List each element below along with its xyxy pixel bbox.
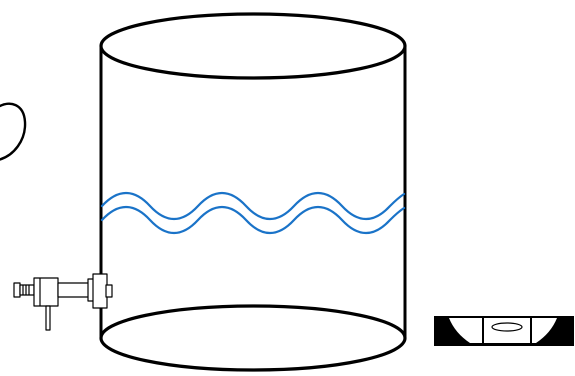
spigot-handle-stem xyxy=(45,305,51,331)
cylinder-top-rim xyxy=(99,12,407,80)
spigot-valve-body xyxy=(33,277,59,307)
spigot-nozzle-tip xyxy=(13,282,21,298)
spigot-flange xyxy=(92,273,108,309)
water-wave-icon xyxy=(100,191,406,235)
spigot-pipe xyxy=(57,282,91,298)
spigot-nozzle xyxy=(19,284,35,296)
rounded-blob-icon xyxy=(0,102,27,161)
bubble-level-icon xyxy=(434,316,574,346)
cylinder-container-icon xyxy=(99,12,407,372)
water-wave-upper xyxy=(100,191,406,221)
spigot-inner-nut xyxy=(105,284,113,298)
level-bubble xyxy=(491,322,523,332)
water-wave-lower xyxy=(100,205,406,235)
spigot-icon xyxy=(13,273,113,331)
cylinder-bottom-rim xyxy=(99,304,407,372)
